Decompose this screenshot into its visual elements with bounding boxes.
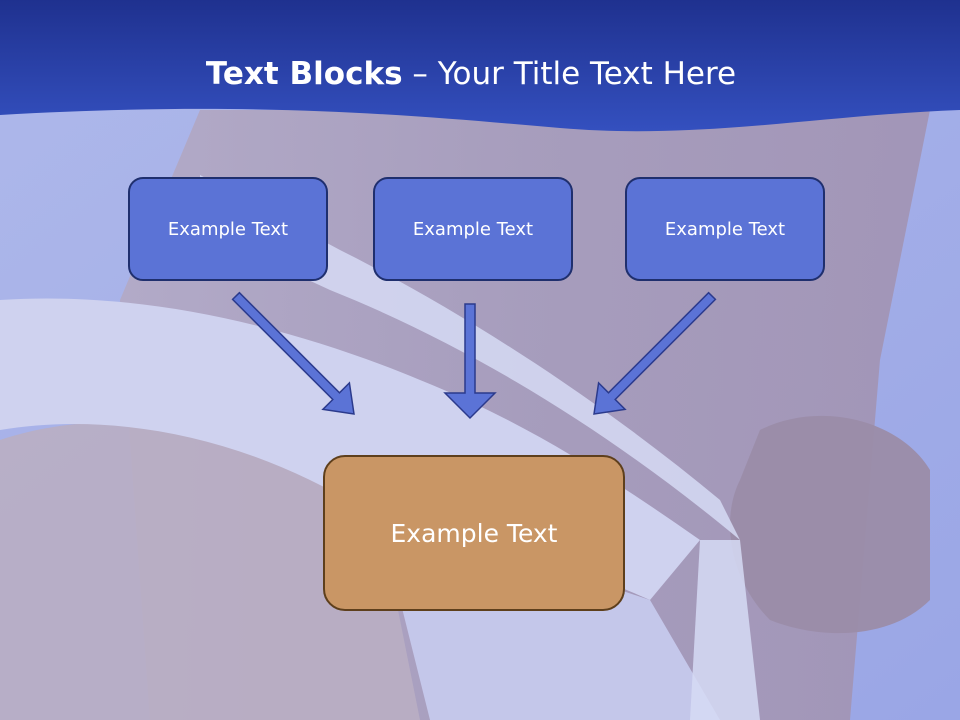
text-block-right-label: Example Text — [664, 218, 786, 240]
arrow-right-diagonal — [593, 291, 717, 415]
text-block-left-label: Example Text — [167, 218, 289, 240]
title-bold: Text Blocks — [205, 56, 403, 92]
text-block-left[interactable]: Example Text — [128, 177, 328, 281]
arrow-left-diagonal — [231, 291, 355, 415]
text-block-middle[interactable]: Example Text — [373, 177, 573, 281]
title-dash: – — [402, 56, 438, 92]
arrow-middle-down — [443, 303, 497, 420]
text-block-middle-label: Example Text — [412, 218, 534, 240]
text-block-bottom-label: Example Text — [390, 518, 558, 548]
text-block-bottom[interactable]: Example Text — [323, 455, 625, 611]
slide-title: Text Blocks – Your Title Text Here — [0, 52, 942, 96]
title-rest: Your Title Text Here — [437, 56, 737, 92]
text-block-right[interactable]: Example Text — [625, 177, 825, 281]
